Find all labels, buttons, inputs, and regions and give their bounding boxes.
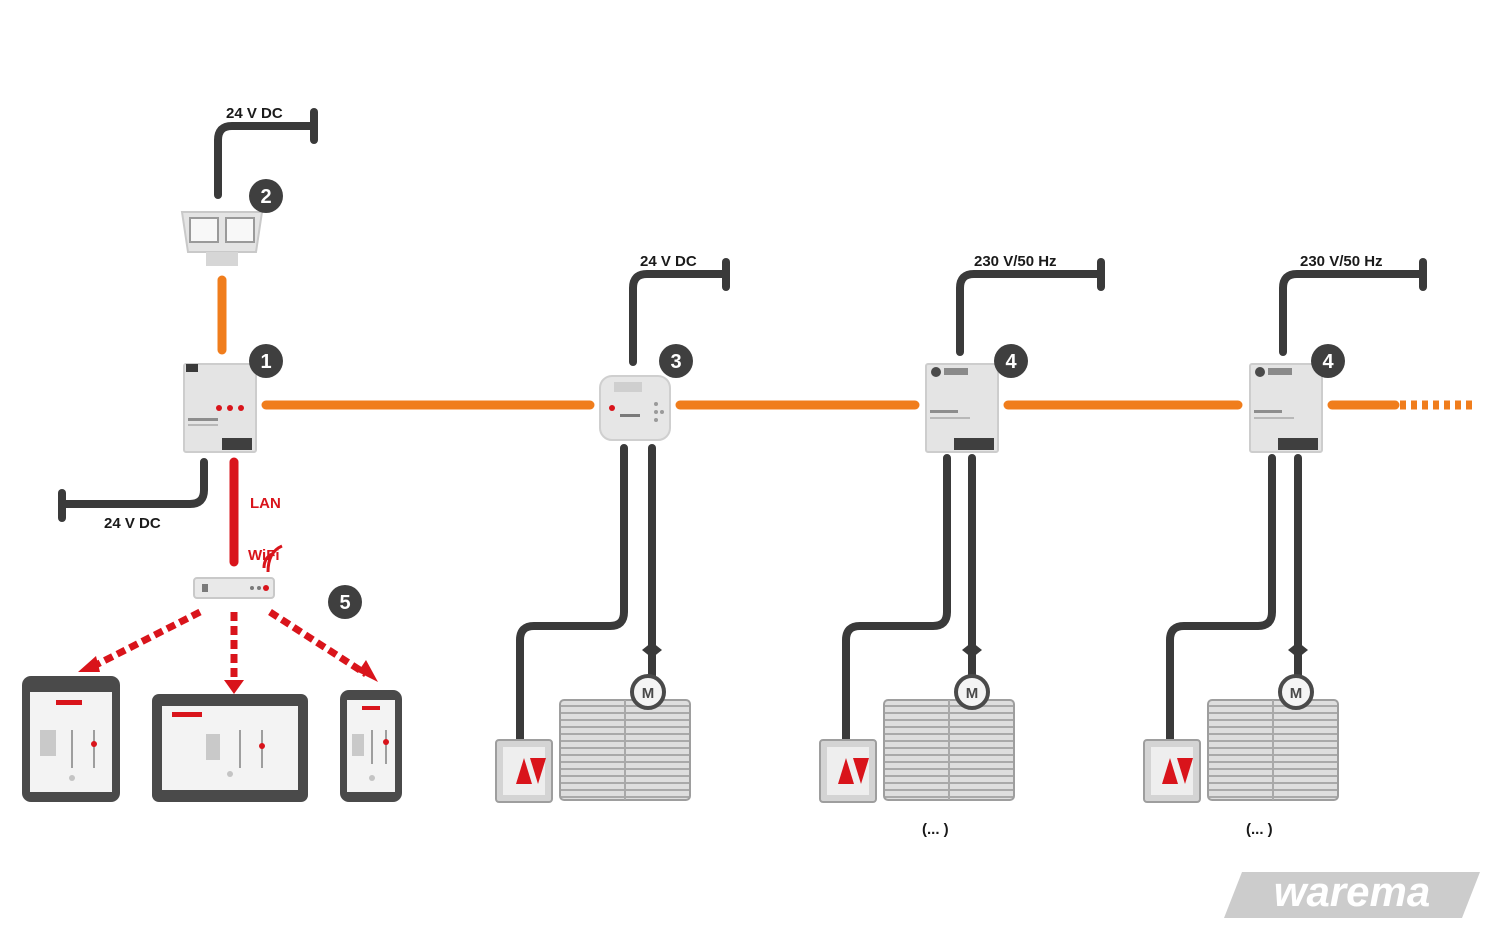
svg-text:4: 4 [1322, 351, 1334, 373]
controller-icon [183, 363, 257, 453]
sensor-power-label: 24 V DC [226, 105, 283, 122]
motor-icon: M [1278, 674, 1314, 710]
badge-2: 2 [249, 179, 283, 213]
lan-line [229, 457, 283, 573]
actuator-3-icon [599, 375, 671, 441]
router-icon [193, 577, 275, 599]
group-4a-label: (... ) [922, 821, 949, 838]
wifi-arrowheads [78, 656, 378, 694]
venetian-blind-icon [883, 699, 1015, 801]
push-button-icon [1143, 739, 1201, 803]
group-4b-label: (... ) [1246, 821, 1273, 838]
motor-connectors [642, 642, 1308, 658]
wifi-label: WiFi [248, 547, 280, 564]
venetian-blind-icon [1207, 699, 1339, 801]
badge-4b: 4 [1311, 344, 1345, 378]
svg-text:4: 4 [1005, 351, 1017, 373]
tablet-icon [22, 676, 120, 802]
actuator-4a-power-label: 230 V/50 Hz [974, 253, 1057, 270]
push-button-icon [495, 739, 553, 803]
actuator-3-power-label: 24 V DC [640, 253, 697, 270]
actuator-4b-power-label: 230 V/50 Hz [1300, 253, 1383, 270]
badge-5: 5 [328, 585, 362, 619]
power-cables [58, 108, 1427, 746]
motor-icon: M [954, 674, 990, 710]
badge-1: 1 [249, 344, 283, 378]
badge-4a: 4 [994, 344, 1028, 378]
motor-icon: M [630, 674, 666, 710]
push-button-icon [819, 739, 877, 803]
svg-text:2: 2 [260, 186, 271, 208]
brand-name: warema [1274, 868, 1430, 915]
bus-line [217, 275, 1475, 410]
smartphone-icon [340, 690, 402, 802]
wifi-links [88, 608, 368, 684]
badge-3: 3 [659, 344, 693, 378]
motor-label: M [1290, 685, 1303, 702]
svg-text:5: 5 [339, 592, 350, 614]
svg-text:1: 1 [260, 351, 271, 373]
actuator-4b-icon [1249, 363, 1323, 453]
lan-label: LAN [250, 495, 281, 512]
venetian-blind-icon [559, 699, 691, 801]
warema-logo: warema [1224, 868, 1480, 918]
svg-text:3: 3 [670, 351, 681, 373]
monitor-icon [152, 694, 308, 802]
controller-power-label: 24 V DC [104, 515, 161, 532]
weather-station-icon [180, 211, 264, 266]
motor-label: M [642, 685, 655, 702]
actuator-4a-icon [925, 363, 999, 453]
motor-label: M [966, 685, 979, 702]
